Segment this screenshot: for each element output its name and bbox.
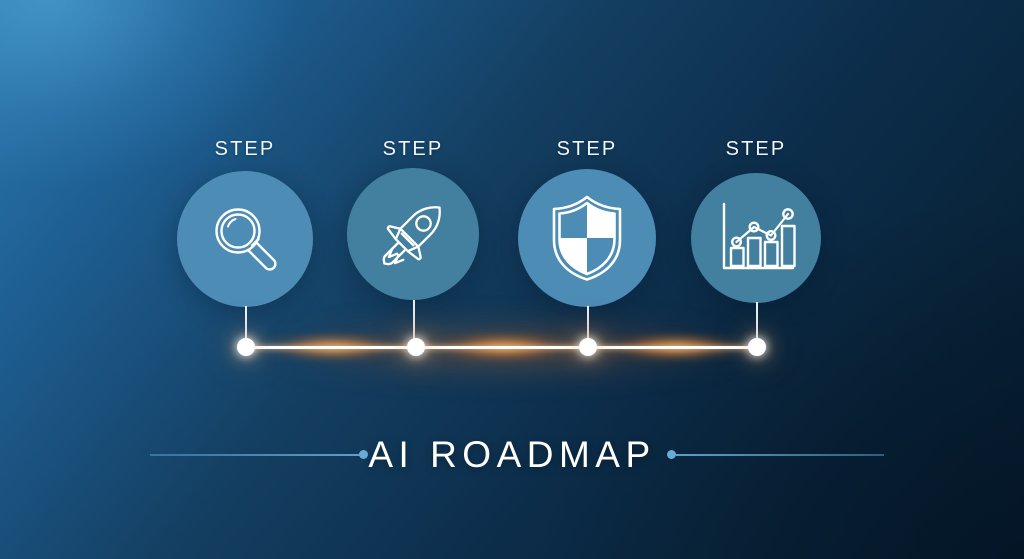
step-stem-4 xyxy=(756,302,758,348)
timeline-dot-1[interactable] xyxy=(237,338,255,356)
timeline-track xyxy=(240,346,763,349)
step-circle-4[interactable] xyxy=(691,173,821,303)
page-title: AI ROADMAP xyxy=(368,434,656,475)
timeline-dot-3[interactable] xyxy=(579,338,597,356)
shield-icon xyxy=(548,195,626,281)
title-rule-left xyxy=(150,454,364,456)
step-label-2: STEP xyxy=(382,138,444,160)
step-label-3: STEP xyxy=(556,138,618,160)
step-circle-2[interactable] xyxy=(347,168,479,300)
step-circle-3[interactable] xyxy=(518,169,656,307)
step-label-4: STEP xyxy=(725,138,787,160)
step-stem-1 xyxy=(245,306,247,348)
timeline-dot-2[interactable] xyxy=(407,338,425,356)
title-row: AI ROADMAP xyxy=(0,428,1024,490)
bar-chart-growth-icon xyxy=(715,200,797,276)
timeline-dot-4[interactable] xyxy=(748,338,766,356)
rocket-icon xyxy=(373,194,453,274)
step-label-1: STEP xyxy=(214,138,276,160)
magnifier-icon xyxy=(206,200,284,278)
step-circle-1[interactable] xyxy=(177,171,313,307)
step-stem-2 xyxy=(413,300,415,348)
step-stem-3 xyxy=(587,306,589,348)
title-rule-right xyxy=(676,454,884,456)
title-dot-left xyxy=(359,450,368,459)
title-dot-right xyxy=(667,450,676,459)
